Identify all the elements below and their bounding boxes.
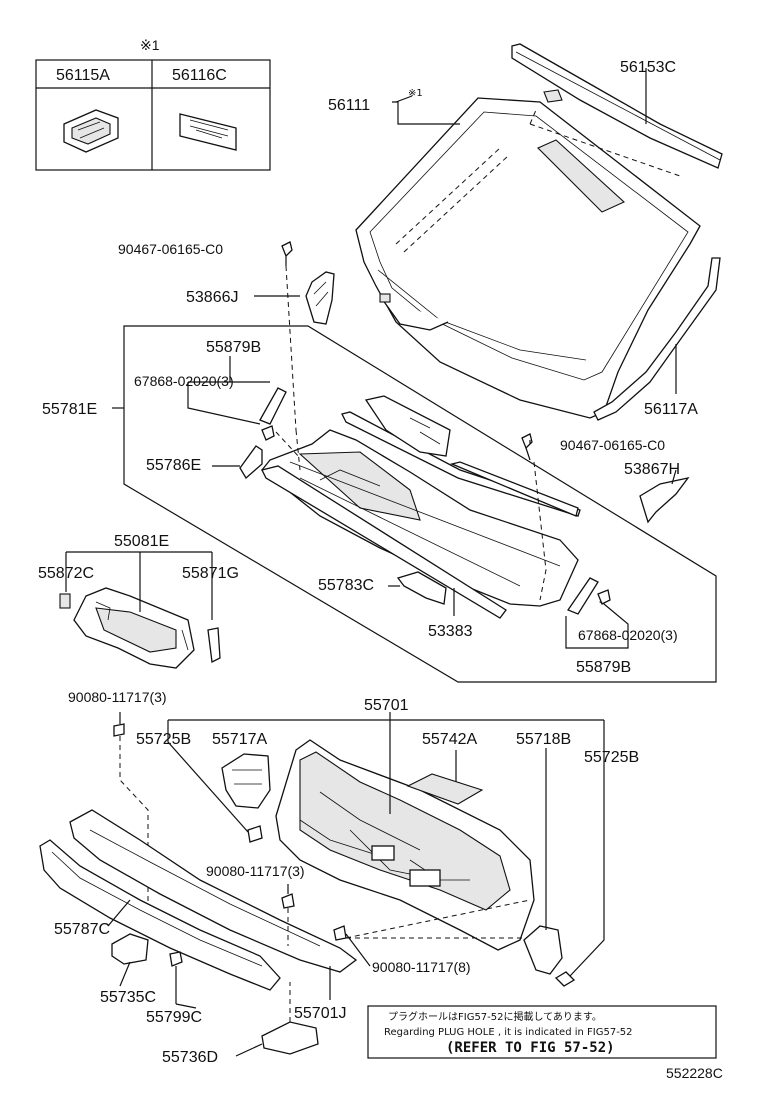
label-55725B-left: 55725B: [136, 731, 191, 748]
label-90467-top: 90467-06165-C0: [118, 241, 223, 257]
label-55718B: 55718B: [516, 731, 571, 748]
label-90080-top: 90080-11717(3): [68, 689, 167, 705]
label-56117A: 56117A: [644, 401, 698, 418]
note-en: Regarding PLUG HOLE , it is indicated in…: [384, 1027, 633, 1038]
cowl-top-panel: [261, 395, 581, 619]
label-55735C: 55735C: [100, 989, 156, 1006]
inset-col-56115A: 56115A: [56, 67, 110, 84]
clip-56116C-icon: [179, 113, 237, 151]
cover-53866J: [305, 271, 335, 325]
label-55717A: 55717A: [212, 731, 267, 748]
label-55701: 55701: [364, 697, 409, 714]
inset-box: ※1 56115A 56116C: [35, 37, 271, 171]
seal-55786E: [239, 445, 263, 480]
label-53867H: 53867H: [624, 461, 680, 478]
note-jp: プラグホールはFIG57-52に掲載してあります。: [388, 1010, 602, 1023]
bolt-90080-bottom: [333, 925, 347, 941]
bracket-55783C: [396, 571, 447, 605]
label-90080-mid: 90080-11717(3): [206, 863, 305, 879]
label-55786E: 55786E: [146, 457, 201, 474]
label-67868-top: 67868-02020(3): [134, 373, 234, 389]
label-55799C: 55799C: [146, 1009, 202, 1026]
clip-55799C: [169, 951, 183, 967]
inset-marker: ※1: [140, 37, 160, 53]
figure-code: 552228C: [666, 1065, 723, 1081]
member-55787C: [39, 809, 358, 991]
clip-90467-right: [521, 433, 533, 450]
clip-55725B-right: [554, 971, 576, 987]
bolt-90080-top: [113, 712, 125, 737]
label-56111: 56111: [328, 97, 370, 114]
clip-67868-top: [261, 425, 275, 441]
mirror-base: [537, 139, 625, 213]
panel-55081E: [73, 587, 195, 669]
label-55879B-bottom: 55879B: [576, 659, 631, 676]
cover-53867H: [639, 477, 690, 524]
label-67868-bottom: 67868-02020(3): [578, 627, 678, 643]
label-56153C: 56153C: [620, 59, 676, 76]
seal-55879B-bottom: [567, 577, 599, 615]
label-53383: 53383: [428, 623, 473, 640]
pad-55742A: [406, 773, 484, 805]
label-55787C: 55787C: [54, 921, 110, 938]
bracket-55718B: [523, 925, 563, 975]
label-55783C: 55783C: [318, 577, 374, 594]
clip-55725B-left: [247, 825, 263, 843]
label-55872C: 55872C: [38, 565, 94, 582]
label-56111-mark: ※1: [408, 88, 423, 99]
label-55879B-top: 55879B: [206, 339, 261, 356]
label-55736D: 55736D: [162, 1049, 218, 1066]
clip-55872C: [59, 593, 71, 609]
label-90080-bottom: 90080-11717(8): [372, 959, 471, 975]
label-55725B-right: 55725B: [584, 749, 639, 766]
windshield-group: [355, 43, 723, 421]
note-refer: (REFER TO FIG 57-52): [446, 1040, 615, 1056]
clip-90467-top: [281, 241, 293, 266]
label-55871G: 55871G: [182, 565, 239, 582]
clip-56115A-icon: [63, 109, 119, 153]
label-55742A: 55742A: [422, 731, 477, 748]
label-53866J: 53866J: [186, 289, 239, 306]
bracket-55736D: [261, 1021, 319, 1055]
plug-hole-note: プラグホールはFIG57-52に掲載してあります。 Regarding PLUG…: [367, 1005, 717, 1059]
label-55781E: 55781E: [42, 401, 97, 418]
clip-67868-bottom: [597, 589, 611, 605]
label-90467-right: 90467-06165-C0: [560, 437, 665, 453]
bracket-55735C: [111, 933, 149, 965]
label-55081E: 55081E: [114, 533, 169, 550]
molding-56153C: [511, 43, 723, 169]
bolt-90080-mid: [281, 884, 295, 909]
cowl-panel-55701: [275, 739, 535, 951]
molding-56117A: [593, 257, 721, 421]
outline-55781E: [123, 325, 717, 683]
inset-col-56116C: 56116C: [172, 67, 227, 84]
label-55701J: 55701J: [294, 1005, 347, 1022]
bracket-55717A: [221, 753, 271, 809]
clip-55871G: [207, 627, 221, 663]
seal-55879B-top: [259, 387, 287, 425]
